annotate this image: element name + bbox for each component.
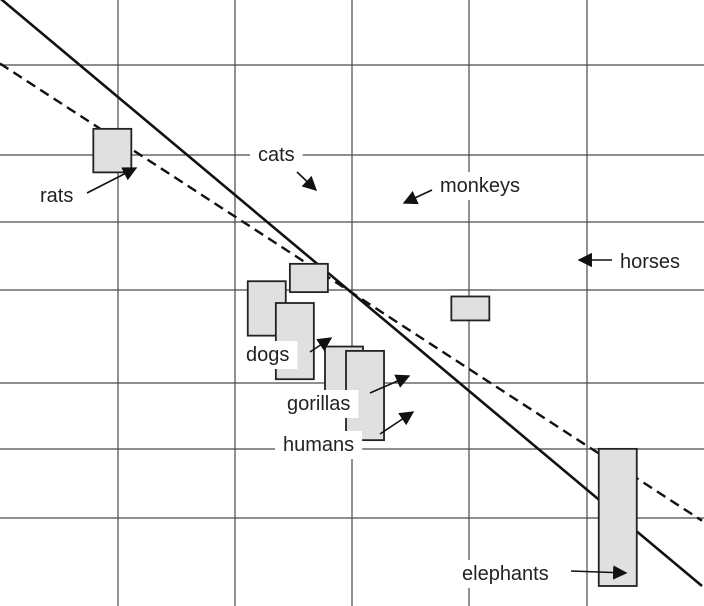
cats-arrow [296, 171, 318, 191]
dogs-label-background [238, 341, 298, 369]
gorillas-arrow [369, 374, 411, 394]
monkeys-label-background [432, 172, 529, 200]
cats-label-background [250, 141, 303, 169]
dogs-label: dogs [246, 344, 289, 366]
humans-label-background [275, 431, 363, 459]
cats-label: cats [258, 144, 295, 166]
data-labels: rats cats monkeys dogs gorillas humans horses e… [32, 141, 689, 588]
elephants-box [597, 447, 638, 587]
trend-lines [0, 0, 703, 587]
humans-arrow [379, 411, 415, 435]
elephants-label-background [454, 560, 557, 588]
data-boxes [92, 127, 638, 587]
horses-box [450, 295, 491, 322]
horses-label-background [612, 248, 689, 276]
dogs-arrow [309, 337, 333, 353]
monkeys-arrow [402, 189, 433, 205]
rats-arrow [86, 167, 138, 194]
elephants-label: elephants [462, 563, 549, 585]
monkeys-label: monkeys [440, 175, 520, 197]
rats-label: rats [40, 185, 73, 207]
humans-label: humans [283, 434, 354, 456]
rats-box [92, 127, 133, 174]
gorillas-label-background [279, 390, 359, 418]
rats-label-background [32, 182, 82, 210]
horses-label: horses [620, 251, 680, 273]
monkeys-box [288, 262, 329, 294]
gorillas-label: gorillas [287, 393, 350, 415]
trend-line-dashed [0, 62, 703, 522]
elephants-arrow [570, 565, 628, 580]
